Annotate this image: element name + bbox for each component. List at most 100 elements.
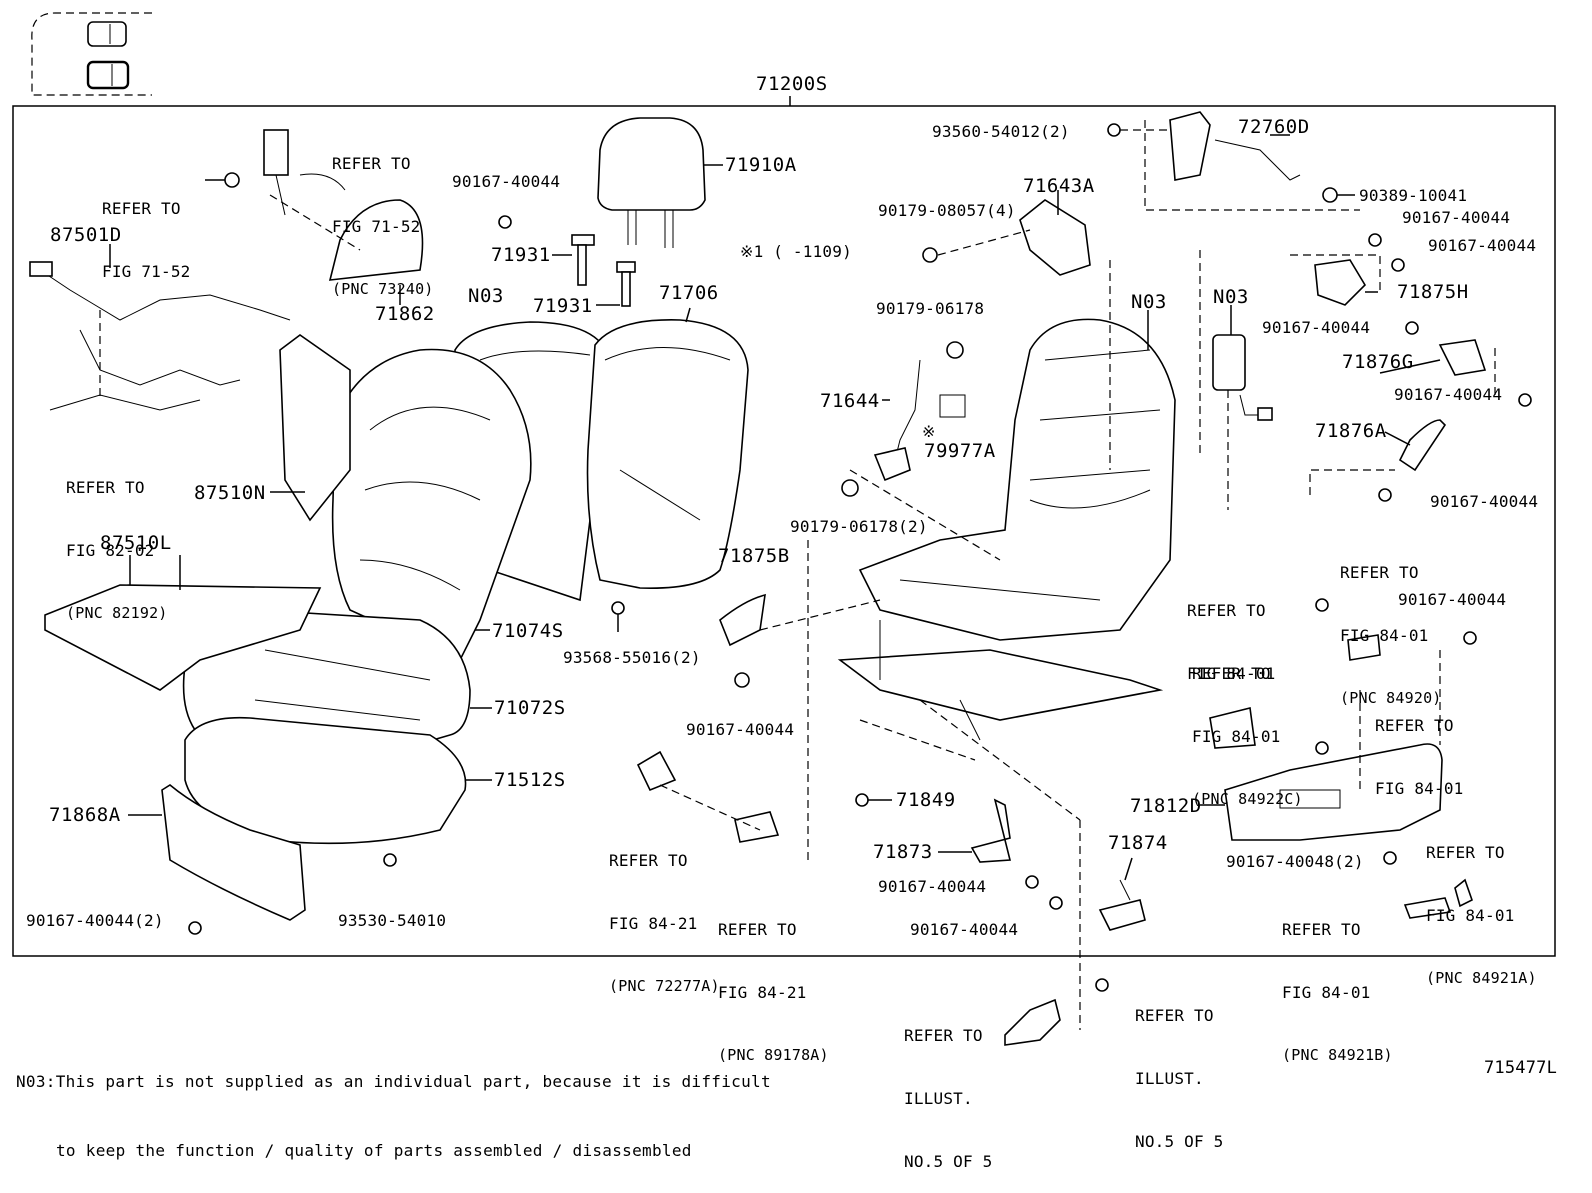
reference-pnc: (PNC 84921A) [1426,969,1537,987]
reference-line: FIG 84-01 [1426,906,1515,925]
bolt-label: 90167-40044 [1430,492,1539,511]
part-label-N03: N03 [1131,291,1167,313]
reference-line: REFER TO [1187,601,1266,620]
bolt-label: 90167-40044 [910,920,1019,939]
bolt-label: 90179-06178 [876,299,985,318]
reference-line: FIG 84-01 [1187,664,1276,683]
part-label-71874: 71874 [1108,832,1168,854]
bracket-71875B [719,540,881,860]
part-label-71706: 71706 [659,282,719,304]
footnote: N03:This part is not supplied as an indi… [16,1024,771,1185]
side-airbag [1212,334,1273,510]
bolt-label: 90167-40044 [1394,385,1503,404]
leader-lines [109,190,1441,881]
reference-note: REFER TO FIG 71-52 [102,156,191,303]
lumbar-switch-72760D [1107,111,1360,211]
reference-line: REFER TO [1340,563,1419,582]
side-shield-71812D [1200,743,1443,841]
reference-note: REFER TO FIG 84-01 (PNC 84920) [1340,520,1442,730]
reference-line: REFER TO [609,851,688,870]
reference-line: REFER TO [66,478,145,497]
bolt-label: 93530-54010 [338,911,447,930]
part-label-72760D: 72760D [1238,116,1310,138]
reference-line: FIG 84-01 [1282,983,1371,1002]
reference-line: FIG 71-52 [102,262,191,281]
reference-note: REFER TO FIG 71-52 (PNC 73240) [332,111,434,321]
reference-line: FIG 84-21 [718,983,807,1002]
symbol-note: ※1 ( -1109) [740,242,852,261]
part-label-71931: 71931 [491,244,551,266]
part-label-71849: 71849 [896,789,956,811]
part-label-71910A: 71910A [725,154,797,176]
bolt-label: 90167-40048(2) [1226,852,1364,871]
seat-frame [837,318,1176,741]
reference-note: REFER TO FIG 82-02 (PNC 82192) [66,435,168,645]
assembly-frame [12,105,1556,957]
bolt-label: 93568-55016(2) [563,648,701,667]
reference-line: REFER TO [1426,843,1505,862]
part-label-87510L: 87510L [100,532,172,554]
bolt-label: 90167-40044 [1402,208,1511,227]
part-label-71643A: 71643A [1023,175,1095,197]
reference-line: REFER TO [1192,664,1271,683]
part-label-N03: N03 [468,285,504,307]
reference-line: FIG 84-01 [1192,727,1281,746]
reference-line: FIG 82-02 [66,541,155,560]
part-label-71812D: 71812D [1130,795,1202,817]
reference-pnc: (PNC 84921B) [1282,1046,1393,1064]
headrest-support [552,234,636,307]
bolt-label: 90389-10041 [1359,186,1468,205]
part-label-71875B: 71875B [718,545,790,567]
reference-line: FIG 84-01 [1375,779,1464,798]
bolt-label: 90167-40044 [878,877,987,896]
reference-line: NO.5 OF 5 [1135,1132,1224,1151]
bolt-label: 90167-40044(2) [26,911,164,930]
reference-line: FIG 84-21 [609,914,698,933]
bracket-71876G [1405,321,1532,407]
part-label-71644: 71644 [820,390,880,412]
seatback-cover-71706 [586,307,749,589]
footnote-line: to keep the function / quality of parts … [56,1141,692,1160]
reference-line: REFER TO [1135,1006,1214,1025]
part-label-71512S: 71512S [494,769,566,791]
bolt-label: 90167-40044 [1398,590,1507,609]
seatbelt-buckle [205,129,424,305]
bracket-71873 [970,798,1012,863]
seat-position-icon [31,12,152,96]
bracket-71643A [922,199,1111,470]
reference-pnc: (PNC 82192) [66,604,168,622]
part-label-71862: 71862 [375,303,435,325]
reference-note: REFER TO FIG 84-01 (PNC 84921A) [1426,800,1537,1010]
reference-line: REFER TO [718,920,797,939]
bracket-71876A [1309,419,1447,502]
reference-note: REFER TO FIG 84-01 [1187,558,1276,705]
switch-knobs [1209,634,1473,919]
part-label-71074S: 71074S [492,620,564,642]
reference-line: ILLUST. [1135,1069,1204,1088]
part-label-N03: N03 [1213,286,1249,308]
reference-line: NO.5 OF 5 [904,1152,993,1171]
parts-diagram: 71200S 71910A 71931 71931 71706 N03 N03 … [12,12,1558,1171]
seatback-cover-71074S [331,348,532,662]
reference-pnc: (PNC 84920) [1340,689,1442,707]
footnote-line: N03:This part is not supplied as an indi… [16,1072,771,1091]
seat-mat-87510L [44,555,322,691]
bracket-71874 [1079,820,1146,1030]
part-label-71868A: 71868A [49,804,121,826]
part-label-71931: 71931 [533,295,593,317]
figure-id: 715477L [1484,1058,1558,1078]
cover-piece [1004,998,1061,1046]
reference-line: FIG 71-52 [332,217,421,236]
bolt-label: 90167-40044 [686,720,795,739]
part-label-87510N: 87510N [194,482,266,504]
headrest [597,117,723,248]
reference-line: REFER TO [102,199,181,218]
part-label-71873: 71873 [873,841,933,863]
bolt-label: 90167-40044 [1262,318,1371,337]
bracket-71875H [1290,233,1405,306]
reference-pnc: (PNC 73240) [332,280,434,298]
reference-note: REFER TO FIG 84-01 (PNC 84922C) [1192,621,1303,831]
part-label-71876G: 71876G [1342,351,1414,373]
part-label-71072S: 71072S [494,697,566,719]
reference-note: REFER TO FIG 84-01 [1375,673,1464,820]
